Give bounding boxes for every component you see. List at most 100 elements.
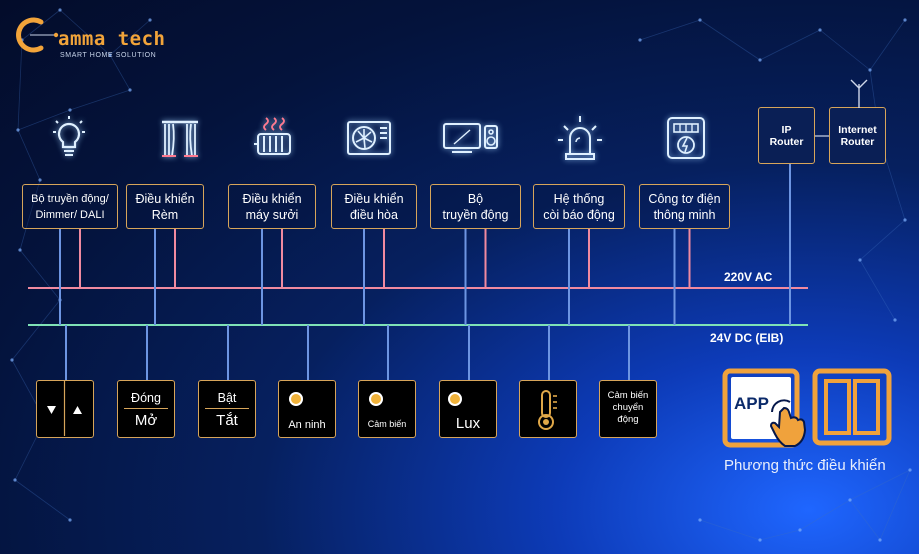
switch-label: Cảm biến <box>607 390 649 401</box>
network-link <box>699 519 761 541</box>
switch-led: Cảm biến <box>358 380 416 438</box>
network-link <box>699 19 761 61</box>
switch-thermo <box>519 380 577 438</box>
network-link <box>59 9 111 56</box>
network-link <box>69 89 131 111</box>
controller-label: còi báo động <box>543 207 615 222</box>
network-node <box>13 478 17 482</box>
switch-label: chuyển <box>612 402 644 413</box>
switch-label: An ninh <box>288 419 326 431</box>
antenna-icon <box>847 76 871 108</box>
status-led-icon <box>291 394 301 404</box>
network-node <box>38 178 42 182</box>
router-label: IP <box>781 123 792 136</box>
logo-tagline: SMART HOME SOLUTION <box>60 52 157 59</box>
network-link <box>109 54 131 91</box>
controller-label: Bộ truyền động/ <box>31 192 109 205</box>
network-node <box>868 68 872 72</box>
curtain-icon <box>158 116 202 160</box>
network-node <box>18 248 22 252</box>
network-node <box>798 528 802 532</box>
switch-led: Lux <box>439 380 497 438</box>
dc-bus-label: 24V DC (EIB) <box>710 331 784 345</box>
network-node <box>878 538 882 542</box>
network-node <box>908 468 912 472</box>
app-control: APP <box>722 368 807 448</box>
network-link <box>879 469 911 541</box>
switch-bottom-label: Tắt <box>216 412 238 429</box>
switch-bottom-label: Mở <box>134 412 158 429</box>
network-link <box>11 299 61 361</box>
controller-label: điều hòa <box>350 207 398 222</box>
switch-label: Lux <box>455 415 481 432</box>
router-label: Router <box>769 135 804 148</box>
network-link <box>14 479 71 521</box>
controller-label: Công tơ điện <box>648 191 721 206</box>
network-node <box>148 18 152 22</box>
network-link <box>759 529 801 541</box>
controller-label: thông minh <box>653 207 716 222</box>
network-link <box>859 219 906 261</box>
controller-label: truyền động <box>442 207 509 222</box>
network-link <box>869 19 906 71</box>
network-node <box>68 108 72 112</box>
switch-label: động <box>617 414 639 425</box>
network-link <box>759 29 821 61</box>
controller-label: Dimmer/ DALI <box>35 208 105 221</box>
router-label: Internet <box>838 123 877 136</box>
network-link <box>17 109 71 131</box>
controller-label: Rèm <box>151 207 179 222</box>
network-node <box>68 518 72 522</box>
network-node <box>903 218 907 222</box>
ac-bus-label: 220V AC <box>724 270 773 284</box>
network-node <box>758 58 762 62</box>
air-conditioner-icon <box>347 116 391 160</box>
logo-brand: amma tech <box>58 28 166 50</box>
app-label: APP <box>734 394 769 413</box>
network-node <box>848 498 852 502</box>
network-node <box>10 358 14 362</box>
network-link <box>639 19 701 41</box>
controller-label: Hệ thống <box>553 191 605 206</box>
network-node <box>16 128 20 132</box>
bulb-icon <box>47 116 91 160</box>
status-led-icon <box>450 394 460 404</box>
thermometer-icon <box>538 390 557 430</box>
controller-label: Điều khiển <box>344 191 404 206</box>
network-link <box>19 179 41 251</box>
switch-led: An ninh <box>278 380 336 438</box>
switch-top-label: Bật <box>217 391 237 405</box>
network-node <box>698 18 702 22</box>
network-node <box>858 258 862 262</box>
network-node <box>58 8 62 12</box>
control-methods-caption: Phương thức điều khiển <box>724 457 886 474</box>
logo: amma tech SMART HOME SOLUTION <box>8 14 168 59</box>
tablet-touch-icon <box>722 368 807 448</box>
network-link <box>109 19 151 56</box>
network-link <box>819 29 871 71</box>
switch-top-label: Đóng <box>131 391 161 405</box>
tv-speaker-icon <box>443 116 498 160</box>
smart-meter-icon <box>664 116 708 160</box>
network-link <box>849 469 911 501</box>
network-link <box>21 9 61 41</box>
network-link <box>17 39 23 131</box>
router-label: Router <box>840 135 875 148</box>
controller-label: Điều khiển <box>242 191 302 206</box>
wall-switch-panel-icon <box>812 368 892 446</box>
network-node <box>893 318 897 322</box>
network-node <box>903 18 907 22</box>
network-link <box>19 249 61 301</box>
status-led-icon <box>371 394 381 404</box>
wall-panel-control <box>812 368 892 446</box>
network-node <box>128 88 132 92</box>
network-node <box>698 518 702 522</box>
